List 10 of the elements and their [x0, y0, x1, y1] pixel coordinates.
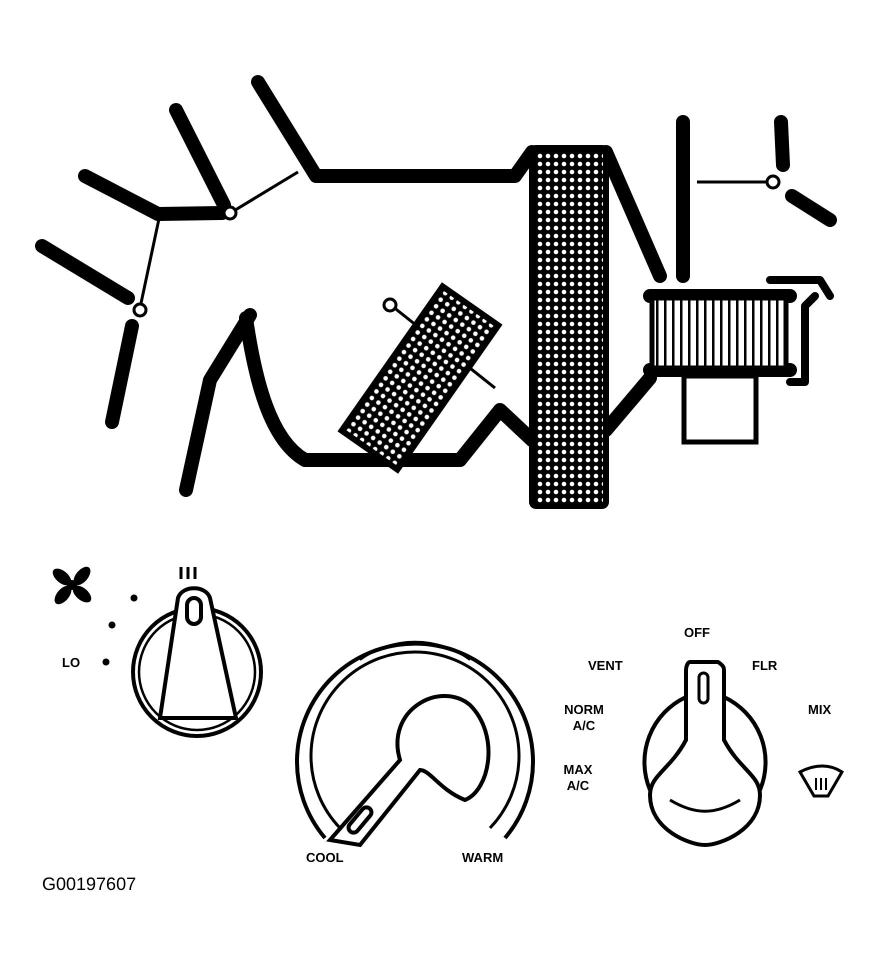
control-position-label: OFF	[683, 625, 711, 642]
control-position-label: MAX A/C	[562, 762, 594, 794]
control-position-label: LO	[62, 655, 82, 672]
control-position-label: VENT	[588, 658, 624, 674]
control-position-label: NORM A/C	[563, 702, 605, 734]
control-position-label: COOL	[306, 850, 345, 866]
control-position-label: FLR	[752, 658, 778, 674]
control-position-label: WARM	[462, 850, 504, 866]
control-position-label: MIX	[808, 702, 832, 718]
figure-code: G00197607	[42, 873, 138, 896]
